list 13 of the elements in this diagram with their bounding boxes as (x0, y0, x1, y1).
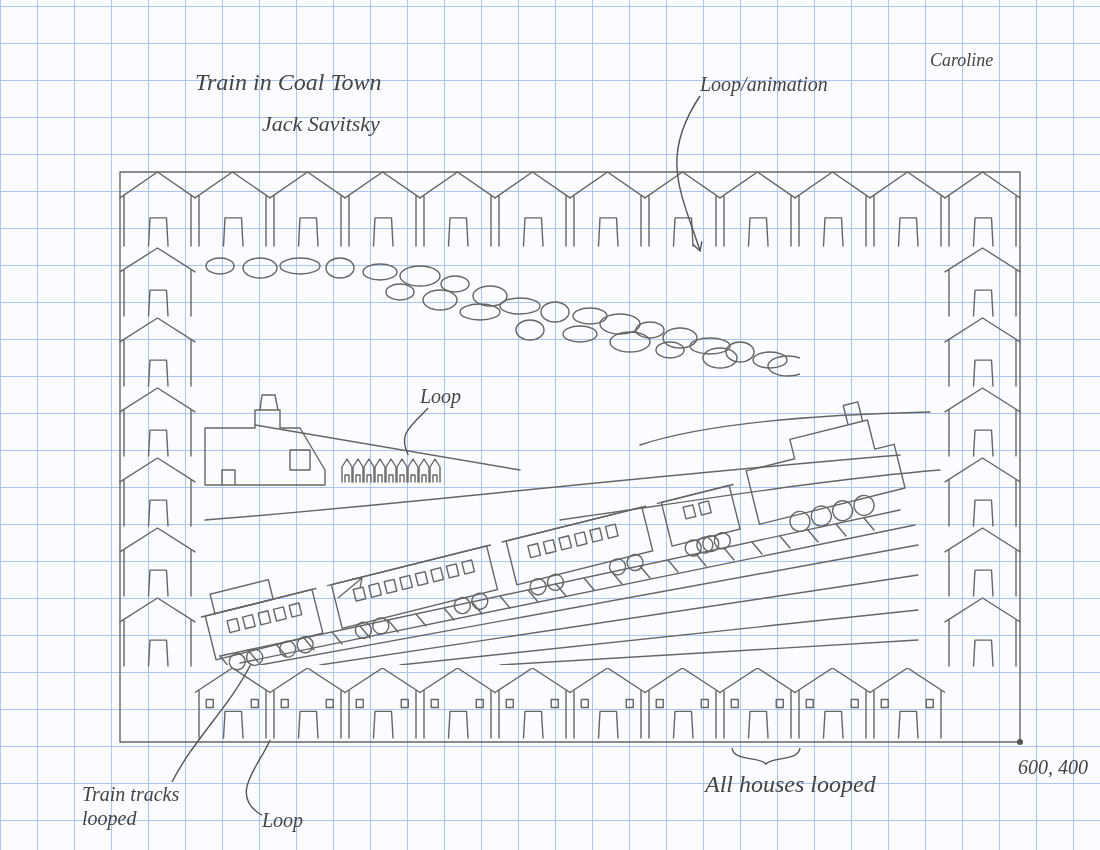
coordinate-label: 600, 400 (1018, 755, 1088, 779)
note-text: All houses looped (705, 772, 876, 796)
note-text: Jack Savitsky (262, 112, 380, 136)
annotation-note: Loop (420, 384, 462, 408)
annotation-note: Loop (262, 808, 304, 832)
annotation-note: Loop/animation (700, 72, 828, 96)
annotation-note: Train tracks looped (82, 782, 232, 830)
title: Train in Coal Town (195, 70, 382, 94)
leader-line (676, 95, 703, 252)
note-text: Caroline (930, 49, 994, 72)
house-row-drawing (195, 668, 945, 740)
leader-line (403, 407, 429, 456)
leader-line (171, 664, 252, 783)
